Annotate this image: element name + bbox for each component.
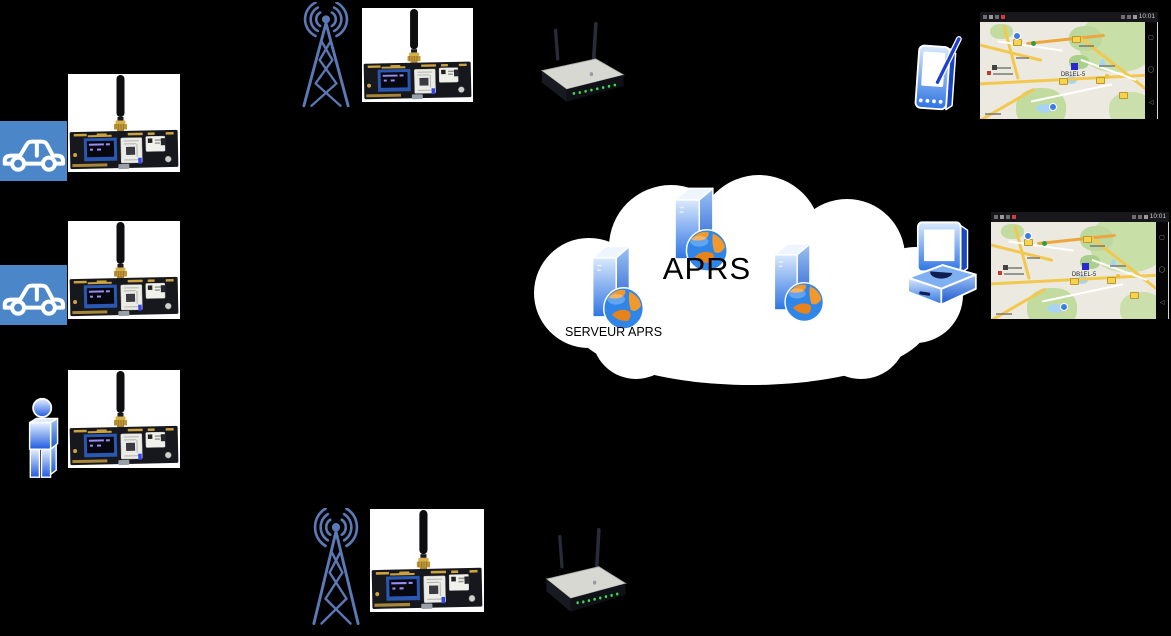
map-text	[1007, 266, 1023, 269]
recents-icon: ▢	[1148, 35, 1154, 42]
map-attribution	[995, 313, 1013, 316]
cloud-caption: SERVEUR APRS	[565, 325, 663, 339]
map-attribution	[984, 113, 1002, 116]
map-text	[993, 73, 1013, 76]
station-marker	[1031, 41, 1037, 47]
desktop-computer-icon	[904, 216, 980, 311]
station-callsign-label: DB1EL-5	[1060, 72, 1086, 79]
android-status-bar: 10:01	[991, 212, 1169, 222]
map-green-area	[1000, 223, 1024, 240]
map-water	[1036, 104, 1053, 114]
station-marker	[1049, 103, 1058, 112]
station-callsign-label: DB1EL-5	[1071, 272, 1097, 279]
route-shield	[1106, 277, 1116, 285]
car-icon	[0, 121, 67, 181]
route-shield	[1072, 35, 1082, 43]
station-marker	[991, 64, 997, 70]
lora-tracker-board-icon	[370, 509, 484, 612]
map-text	[1016, 56, 1030, 59]
map-water	[1100, 58, 1106, 69]
station-marker	[997, 270, 1002, 275]
station-marker	[1013, 31, 1021, 40]
status-notification-icons	[983, 15, 1005, 19]
lora-tracker-board-icon	[68, 74, 180, 172]
wifi-router-icon	[538, 528, 630, 616]
aprs-server-cloud: APRS SERVEUR APRS	[531, 175, 967, 390]
station-marker-selected	[1070, 62, 1078, 70]
station-marker	[1115, 274, 1120, 279]
map-text	[1090, 245, 1105, 248]
station-marker-selected	[1081, 262, 1089, 270]
route-shield	[1083, 235, 1093, 243]
map-green-area	[989, 23, 1013, 40]
status-notification-icons	[994, 215, 1016, 219]
station-marker	[986, 70, 991, 75]
android-nav-bar: ▢ ◯ ◁	[1156, 222, 1169, 319]
lora-tracker-board-icon	[68, 221, 180, 319]
lora-tracker-board-icon	[362, 8, 473, 102]
map-text	[1109, 264, 1127, 267]
map-area: DB1EL-5	[980, 22, 1145, 119]
map-water	[1111, 258, 1117, 269]
route-shield	[1059, 78, 1069, 86]
status-time: 10:01	[1149, 212, 1166, 220]
pda-stylus-icon	[910, 36, 965, 114]
person-icon	[24, 396, 66, 480]
route-shield	[1024, 239, 1033, 247]
station-marker	[1002, 264, 1008, 270]
status-clock: 10:01	[1131, 212, 1166, 221]
route-shield	[1095, 77, 1105, 85]
status-time: 10:01	[1138, 12, 1155, 20]
map-text	[1027, 256, 1041, 259]
map-area: DB1EL-5	[991, 222, 1156, 319]
android-status-bar: 10:01	[980, 12, 1158, 22]
station-marker	[1104, 74, 1109, 79]
map-text	[996, 66, 1012, 69]
radio-tower-icon	[294, 2, 358, 108]
radio-tower-icon	[304, 508, 368, 626]
home-icon: ◯	[1158, 267, 1166, 274]
map-text	[1004, 273, 1024, 276]
map-text	[1079, 45, 1094, 48]
station-marker	[1042, 241, 1048, 247]
lora-tracker-board-icon	[68, 370, 180, 468]
route-shield	[1129, 291, 1139, 299]
cloud-shape	[534, 175, 963, 385]
server-globe-icon	[763, 239, 827, 325]
aprs-map-screenshot: 10:01	[991, 212, 1169, 319]
route-shield	[1070, 278, 1080, 286]
wifi-router-icon	[533, 22, 628, 106]
status-clock: 10:01	[1120, 12, 1155, 21]
back-icon: ◁	[1159, 299, 1165, 306]
map-water	[1047, 304, 1064, 314]
home-icon: ◯	[1147, 67, 1155, 74]
server-globe-icon	[581, 241, 647, 333]
station-marker	[1024, 231, 1032, 240]
android-nav-bar: ▢ ◯ ◁	[1145, 22, 1158, 119]
route-shield	[1118, 91, 1128, 99]
cloud-title: APRS	[662, 251, 752, 286]
station-marker	[1060, 303, 1069, 312]
map-text	[1098, 64, 1116, 67]
aprs-map-screenshot: 10:01	[980, 12, 1158, 119]
route-shield	[1013, 39, 1022, 47]
recents-icon: ▢	[1159, 235, 1165, 242]
back-icon: ◁	[1148, 99, 1154, 106]
car-icon	[0, 265, 67, 325]
